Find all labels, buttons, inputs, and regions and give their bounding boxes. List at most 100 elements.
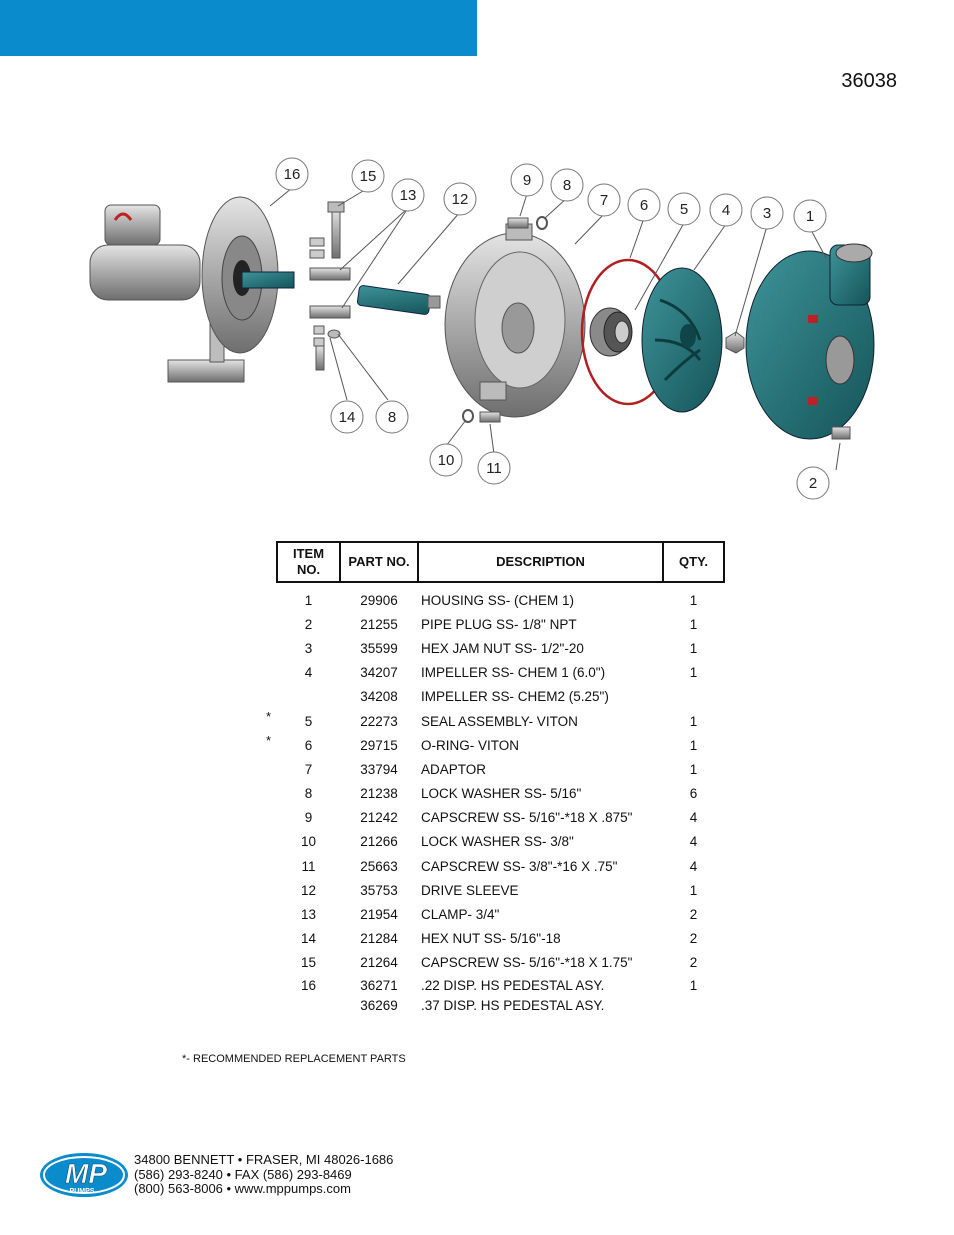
item-no: 3 [304,640,313,656]
description: CAPSCREW SS- 5/16"-*18 X 1.75" [421,955,633,971]
part-no: 25663 [360,858,398,874]
description: LOCK WASHER SS- 3/8" [421,834,574,850]
part-no: 36269 [360,997,398,1013]
callout-8-bottom-label: 8 [388,409,396,426]
col-header-qty: QTY. [662,541,725,583]
callout-11: 11 [477,451,511,485]
description: O-RING- VITON [421,737,520,753]
description: DRIVE SLEEVE [421,882,519,898]
table-row: 36269 .37 DISP. HS PEDESTAL ASY. [277,995,724,1015]
item-no: 16 [300,977,317,993]
callout-6: 6 [627,188,661,222]
logo-sub: PUMPS [70,1188,95,1195]
impeller [641,267,723,413]
item-no: 13 [300,907,317,923]
qty: 6 [689,786,698,802]
callout-13: 13 [391,178,425,212]
callout-3: 3 [750,196,784,230]
part-no: 33794 [360,761,398,777]
company-address: 34800 BENNETT • FRASER, MI 48026-1686 (5… [134,1152,394,1197]
address-line-3: (800) 563-8006 • www.mppumps.com [134,1181,351,1196]
callout-16: 16 [275,157,309,191]
qty: 4 [689,834,698,850]
part-no: 35753 [360,882,398,898]
item-no: 2 [304,616,313,632]
item-no: 5 [304,713,313,729]
qty: 4 [689,858,698,874]
table-row: 7 33794 ADAPTOR 1 [277,757,724,781]
callout-13-label: 13 [400,187,417,204]
callout-2: 2 [796,466,830,500]
table-row: 34208 IMPELLER SS- CHEM2 (5.25") [277,685,724,709]
description: IMPELLER SS- CHEM 1 (6.0") [421,665,606,681]
item-no: 4 [304,665,313,681]
description: .37 DISP. HS PEDESTAL ASY. [421,997,605,1013]
item-no: 10 [300,834,317,850]
callout-5-label: 5 [680,201,688,218]
description: CLAMP- 3/4" [421,907,500,923]
part-no: 34208 [360,689,398,705]
qty: 1 [689,665,698,681]
part-no: 21954 [360,907,398,923]
qty: 1 [689,640,698,656]
header-bar [0,0,477,56]
description: CAPSCREW SS- 3/8"-*16 X .75" [421,858,618,874]
part-no: 21266 [360,834,398,850]
description: HOUSING SS- (CHEM 1) [421,592,575,608]
item-no: 1 [304,592,313,608]
item-no [277,995,340,1015]
callout-8-top: 8 [550,168,584,202]
callout-9-label: 9 [523,172,531,189]
qty: 1 [689,882,698,898]
part-no: 35599 [360,640,398,656]
description: ADAPTOR [421,761,487,777]
part-no: 29715 [360,737,398,753]
part-no: 36271 [360,977,398,993]
item-no: 14 [300,931,317,947]
callout-4: 4 [709,193,743,227]
adaptor [444,216,586,423]
pipe-plug [831,426,851,440]
callout-2-label: 2 [809,475,817,492]
address-line-1: 34800 BENNETT • FRASER, MI 48026-1686 [134,1152,394,1167]
footnote: *- RECOMMENDED REPLACEMENT PARTS [182,1053,406,1065]
description: SEAL ASSEMBLY- VITON [421,713,578,729]
address-line-2: (586) 293-8240 • FAX (586) 293-8469 [134,1166,352,1182]
callout-12: 12 [443,182,477,216]
callout-14: 14 [330,400,364,434]
qty: 4 [689,810,698,826]
callout-7-label: 7 [600,192,608,209]
drive-sleeve [356,285,441,315]
col-header-item: ITEM NO. [276,541,341,583]
callout-15: 15 [351,159,385,193]
part-no: 21264 [360,955,398,971]
description: IMPELLER SS- CHEM2 (5.25") [421,689,609,705]
item-no: 7 [304,761,313,777]
seal-assembly [589,307,633,357]
callout-10: 10 [429,443,463,477]
callout-14-label: 14 [339,409,356,426]
callout-12-label: 12 [452,191,469,208]
callout-1: 1 [793,199,827,233]
part-no: 21255 [360,616,398,632]
qty: 1 [689,737,698,753]
callout-6-label: 6 [640,197,648,214]
item-no [277,685,340,709]
col-header-description: DESCRIPTION [417,541,664,583]
qty: 1 [689,761,698,777]
pedestal-assembly [89,196,295,383]
callout-8-bottom: 8 [375,400,409,434]
description: HEX NUT SS- 5/16"-18 [421,931,561,947]
